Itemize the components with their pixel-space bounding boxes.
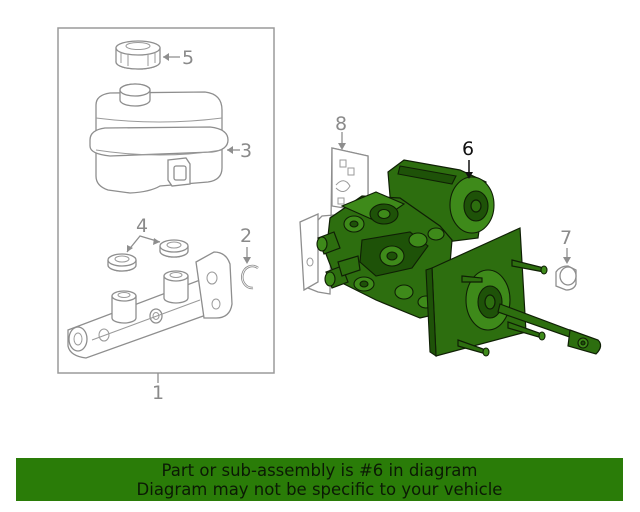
- callout-4[interactable]: 4: [136, 215, 148, 237]
- banner-line-2: Diagram may not be specific to your vehi…: [136, 479, 503, 499]
- callout-7[interactable]: 7: [560, 227, 572, 249]
- callout-3[interactable]: 3: [240, 140, 252, 162]
- banner-line-1: Part or sub-assembly is #6 in diagram: [161, 460, 478, 480]
- parts-diagram: 1 5 3 4: [57, 27, 602, 404]
- cap-part-7[interactable]: [555, 265, 577, 291]
- callout-6[interactable]: 6: [462, 138, 474, 160]
- reservoir-part-3[interactable]: [89, 83, 229, 194]
- group-box-1: [57, 27, 275, 374]
- reservoir-cap-part-5[interactable]: [115, 40, 161, 70]
- callout-1[interactable]: 1: [152, 382, 164, 404]
- info-banner: Part or sub-assembly is #6 in diagram Di…: [16, 458, 623, 501]
- callout-2[interactable]: 2: [240, 225, 252, 247]
- callout-8[interactable]: 8: [335, 113, 347, 135]
- brake-booster-part-6[interactable]: [316, 159, 602, 358]
- grommets-part-4[interactable]: [107, 239, 189, 272]
- master-cylinder-body[interactable]: [67, 251, 233, 359]
- snap-ring-part-2[interactable]: [241, 264, 259, 290]
- callout-5[interactable]: 5: [182, 47, 194, 69]
